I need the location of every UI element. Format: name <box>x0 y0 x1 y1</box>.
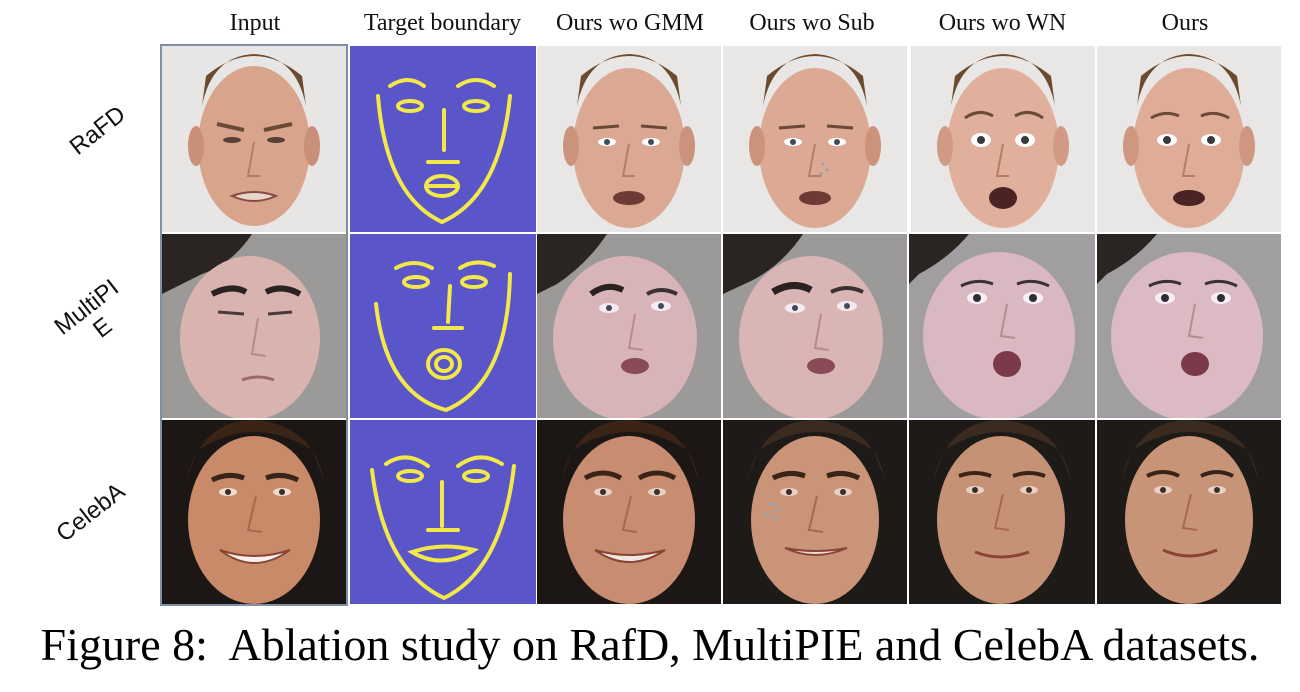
face-image-rafd-ours-wo-sub <box>723 46 907 232</box>
row-label-multipie: MultiPI E <box>49 274 124 344</box>
col-header-ours-wo-sub: Ours wo Sub <box>749 10 875 36</box>
face-image-celeba-ours-wo-sub <box>723 420 907 604</box>
col-header-ours-wo-wn: Ours wo WN <box>938 10 1067 36</box>
face-image-multipie-ours <box>1097 234 1281 418</box>
target-boundary-celeba <box>350 420 536 604</box>
face-image-rafd-ours-wo-wn <box>911 46 1095 232</box>
row-label-celeba: CelebA <box>51 477 131 548</box>
row-label-rafd: RaFD <box>64 100 131 161</box>
face-image-celeba-ours <box>1097 420 1281 604</box>
face-image-rafd-ours-wo-gmm <box>537 46 721 232</box>
face-image-celeba-ours-wo-gmm <box>537 420 721 604</box>
col-header-ours-wo-gmm: Ours wo GMM <box>555 10 704 36</box>
col-header-input: Input <box>229 10 281 36</box>
face-image-rafd-input <box>162 46 346 232</box>
face-image-rafd-ours <box>1097 46 1281 232</box>
face-image-multipie-ours-wo-gmm <box>537 234 721 418</box>
face-image-multipie-ours-wo-wn <box>909 234 1095 418</box>
figure-caption: Figure 8: Ablation study on RafD, MultiP… <box>40 619 1260 670</box>
face-image-multipie-ours-wo-sub <box>723 234 907 418</box>
face-image-celeba-ours-wo-wn <box>909 420 1095 604</box>
face-image-celeba-input <box>162 420 346 604</box>
col-header-ours: Ours <box>1161 10 1209 36</box>
target-boundary-multipie <box>350 234 536 418</box>
face-image-multipie-input <box>162 234 346 418</box>
col-header-target-boundary: Target boundary <box>363 10 522 36</box>
target-boundary-rafd <box>350 46 536 232</box>
